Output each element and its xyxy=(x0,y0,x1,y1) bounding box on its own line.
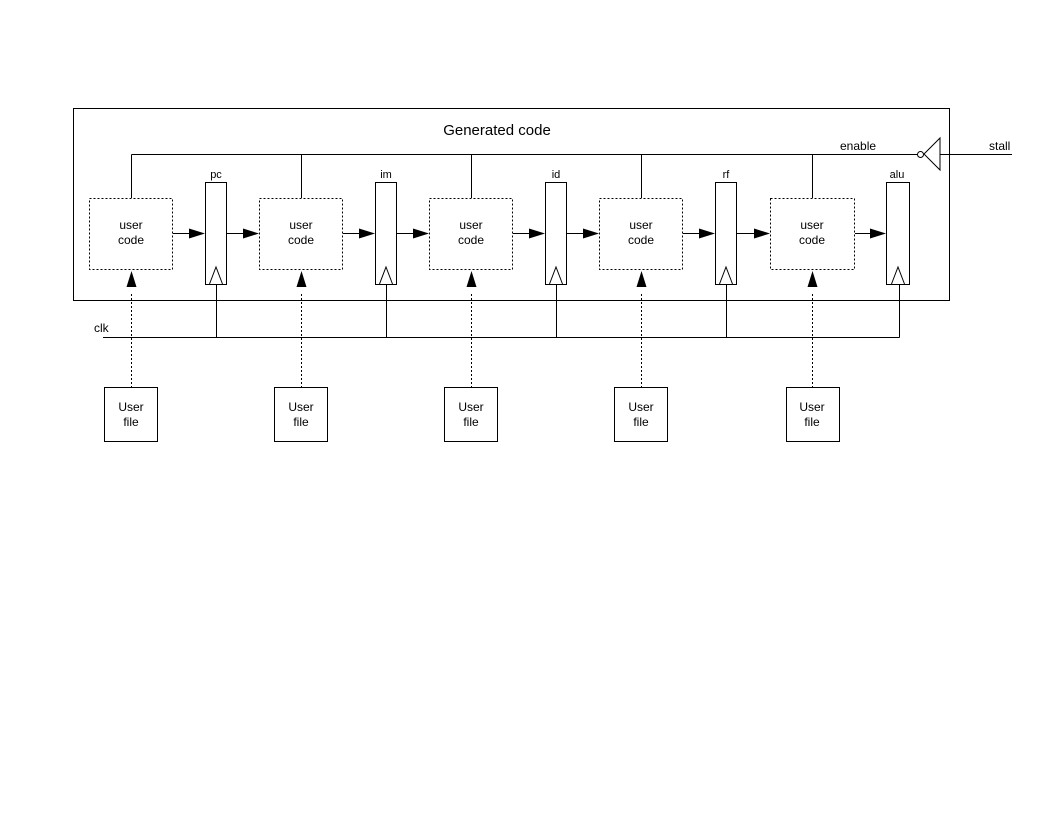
inverter-gate xyxy=(917,136,941,172)
clock-triangle-icon xyxy=(891,265,905,285)
clk-label: clk xyxy=(94,321,110,335)
user-file-label-line1: User xyxy=(628,400,653,414)
user-file-box xyxy=(104,387,158,442)
arrowhead xyxy=(807,271,818,287)
user-file-label-line2: file xyxy=(293,415,309,429)
arrowhead xyxy=(870,228,886,239)
register-label: im xyxy=(380,169,392,181)
user-file-label-line2: file xyxy=(633,415,649,429)
user-file-label-line2: file xyxy=(804,415,820,429)
clock-triangle-icon xyxy=(549,265,563,285)
pipeline-register xyxy=(715,182,737,285)
arrowhead xyxy=(189,228,205,239)
user-file-label-line1: User xyxy=(288,400,313,414)
user-file-label-line1: User xyxy=(458,400,483,414)
clock-triangle-icon xyxy=(719,265,733,285)
register-label: pc xyxy=(210,169,222,181)
user-file-box xyxy=(614,387,668,442)
pipeline-stage: user code im User file xyxy=(259,154,429,442)
user-file-label-line1: User xyxy=(118,400,143,414)
user-code-label-line2: code xyxy=(288,233,314,247)
pipeline-register xyxy=(205,182,227,285)
pipeline-stage: user code alu User file xyxy=(770,154,910,442)
user-code-block xyxy=(89,198,173,270)
user-code-label-line1: user xyxy=(119,218,142,232)
arrowhead xyxy=(126,271,137,287)
user-code-label-line1: user xyxy=(800,218,823,232)
pipeline-stage: user code id User file xyxy=(429,154,599,442)
enable-label: enable xyxy=(840,139,876,153)
user-file-label-line2: file xyxy=(123,415,139,429)
arrowhead xyxy=(296,271,307,287)
clock-triangle-icon xyxy=(209,265,223,285)
arrowhead xyxy=(583,228,599,239)
user-code-label-line2: code xyxy=(458,233,484,247)
clock-triangle-icon xyxy=(379,265,393,285)
user-file-label-line2: file xyxy=(463,415,479,429)
arrowhead xyxy=(754,228,770,239)
user-code-block xyxy=(770,198,855,270)
user-file-label-line1: User xyxy=(799,400,824,414)
user-code-block xyxy=(259,198,343,270)
arrowhead xyxy=(413,228,429,239)
user-code-label-line1: user xyxy=(289,218,312,232)
user-code-label-line2: code xyxy=(628,233,654,247)
arrowhead xyxy=(359,228,375,239)
arrowhead xyxy=(466,271,477,287)
generated-code-title: Generated code xyxy=(443,122,551,139)
register-label: alu xyxy=(890,169,905,181)
user-code-block xyxy=(429,198,513,270)
user-code-label-line1: user xyxy=(459,218,482,232)
register-label: id xyxy=(552,169,561,181)
pipeline-register xyxy=(545,182,567,285)
generated-code-boundary xyxy=(73,108,950,301)
user-code-label-line2: code xyxy=(799,233,825,247)
user-code-label-line1: user xyxy=(629,218,652,232)
stall-label: stall xyxy=(989,139,1010,153)
user-code-block xyxy=(599,198,683,270)
pipeline-register xyxy=(886,182,910,285)
arrowhead xyxy=(636,271,647,287)
pipeline-stage: user code pc User file xyxy=(89,154,259,442)
arrowhead xyxy=(699,228,715,239)
user-file-box xyxy=(444,387,498,442)
pipeline-stage: user code rf User file xyxy=(599,154,770,442)
arrowhead xyxy=(243,228,259,239)
register-label: rf xyxy=(723,169,731,181)
pipeline-stages: user code pc User file user code xyxy=(89,154,910,442)
user-code-label-line2: code xyxy=(118,233,144,247)
arrowhead xyxy=(529,228,545,239)
user-file-box xyxy=(786,387,840,442)
pipeline-register xyxy=(375,182,397,285)
user-file-box xyxy=(274,387,328,442)
